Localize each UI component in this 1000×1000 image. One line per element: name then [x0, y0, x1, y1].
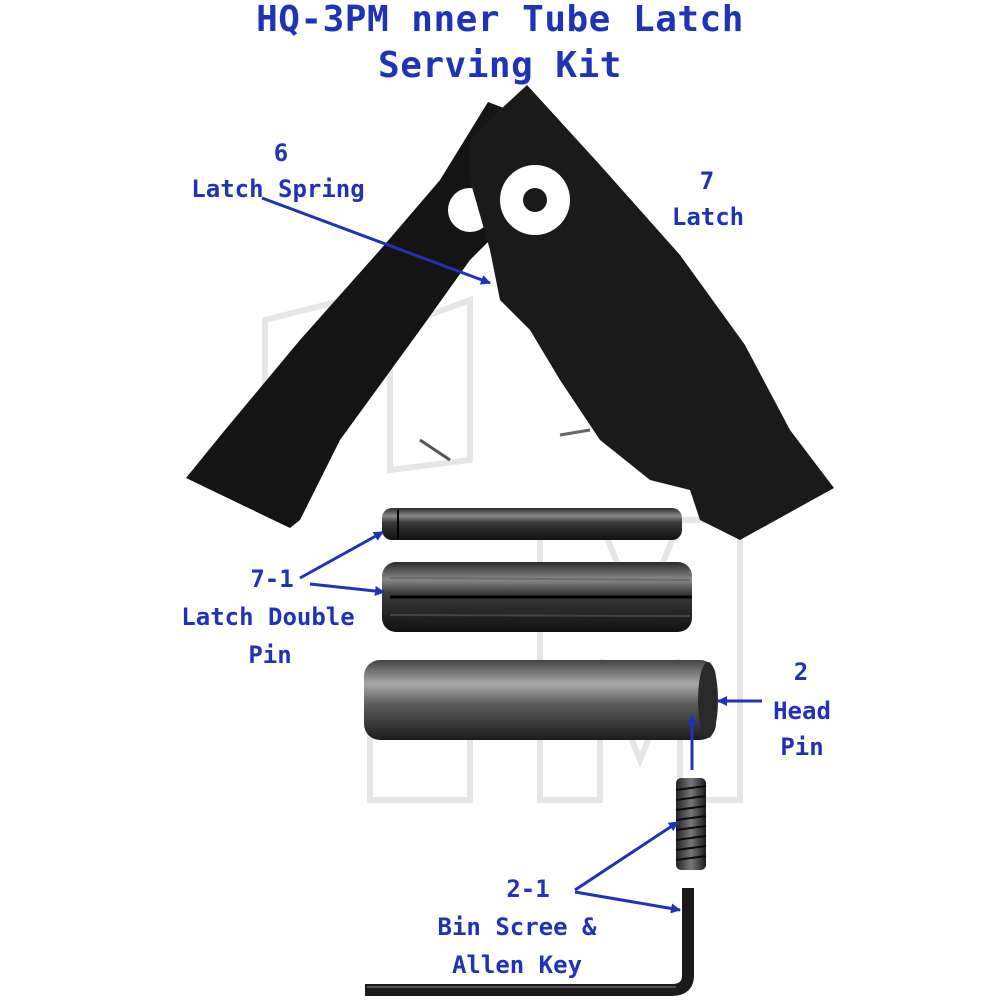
latch-label: Latch: [671, 203, 745, 231]
callout-arrows: [261, 196, 762, 914]
head-pin-part: [364, 660, 718, 740]
bin-screw-label-1: Bin Scree &: [437, 913, 597, 941]
latch-double-pin-label-1: Latch Double: [181, 603, 355, 631]
head-pin-number: 2: [793, 658, 809, 686]
latch-spring-number: 6: [273, 139, 289, 167]
arrow-latch-spring: [261, 196, 491, 285]
head-pin-label-2: Pin: [780, 733, 824, 761]
latch-double-pin-thin: [382, 508, 682, 540]
arrow-allen-key: [574, 890, 681, 914]
latch-double-pin-thick: [382, 562, 692, 632]
latch-double-pin-number: 7-1: [250, 565, 294, 593]
allen-key-part: [365, 888, 694, 996]
set-screw-part: [675, 778, 707, 870]
latch-number: 7: [699, 167, 715, 195]
bin-screw-label-2: Allen Key: [451, 951, 583, 979]
arrow-double-pin-thin: [299, 530, 384, 580]
title-line-1: HQ-3PM nner Tube Latch: [256, 0, 744, 40]
latch-double-pin-label-2: Pin: [248, 641, 292, 669]
bin-screw-number: 2-1: [506, 875, 550, 903]
title-line-2: Serving Kit: [378, 45, 622, 86]
arrow-set-screw: [574, 820, 679, 892]
head-pin-label-1: Head: [773, 697, 831, 725]
latch-spring-label: Latch Spring: [191, 175, 365, 203]
arrow-double-pin-thick: [309, 582, 385, 597]
latch-part: [470, 85, 834, 540]
